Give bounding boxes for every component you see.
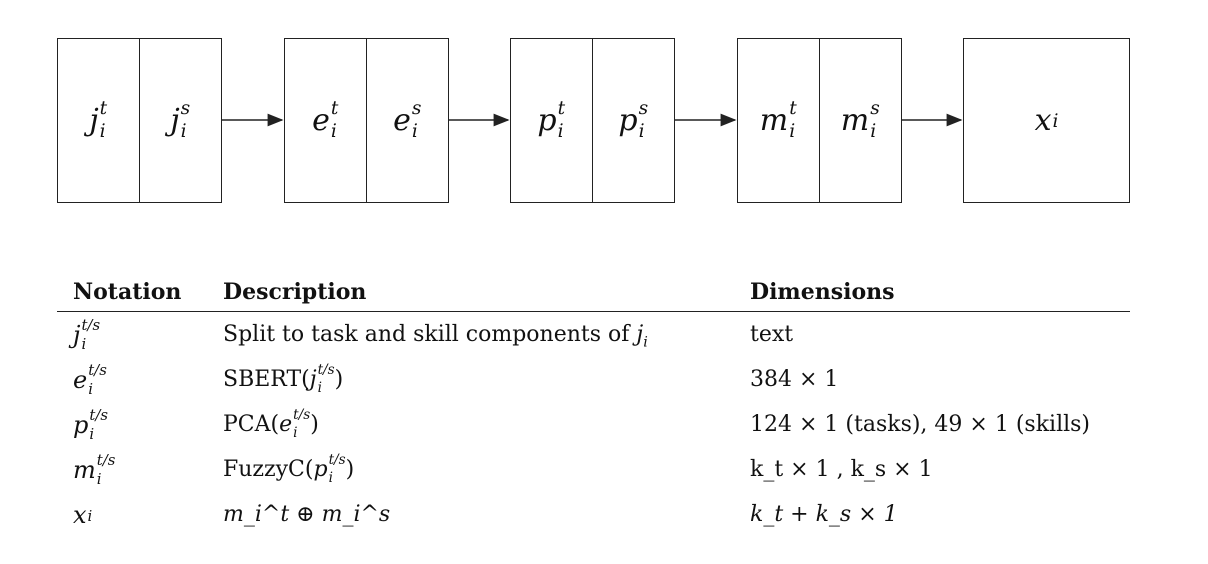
header-dimensions: Dimensions [750,279,895,305]
dimensions-cell: 384 × 1 [750,367,839,392]
header-description: Description [223,279,367,305]
description-cell: Split to task and skill components of ji [223,322,648,351]
dimensions-cell: k_t × 1 , k_s × 1 [750,457,933,482]
dimensions-cell: text [750,322,794,347]
dimensions-cell: 124 × 1 (tasks), 49 × 1 (skills) [750,412,1091,437]
header-notation: Notation [73,279,182,305]
arrows-layer [222,113,963,127]
dimensions-cell: k_t + k_s × 1 [750,502,898,527]
table-header-row: Notation Description Dimensions [57,275,1130,312]
description-cell: m_i^t ⊕ m_i^s [223,502,391,527]
